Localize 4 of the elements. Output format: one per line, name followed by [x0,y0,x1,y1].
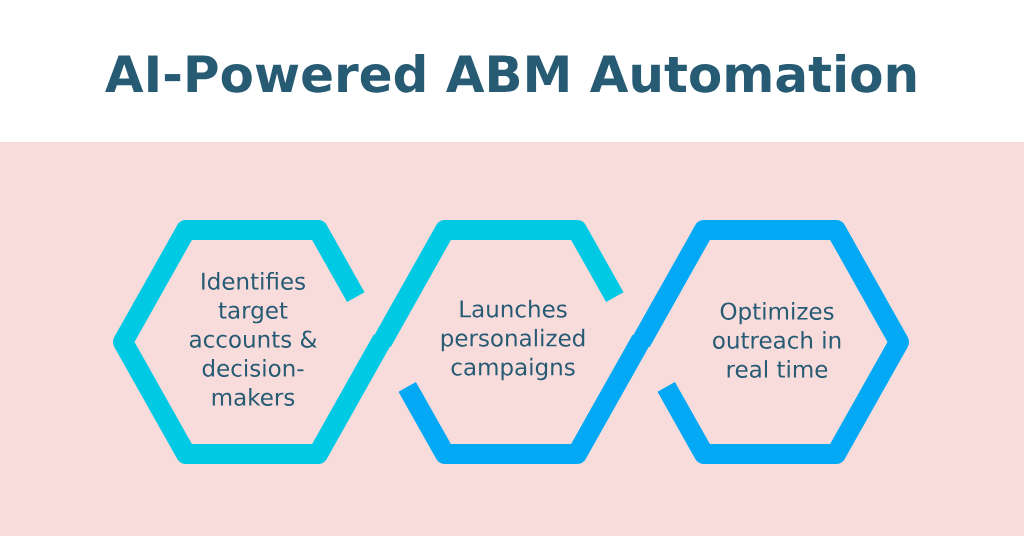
hexagon-step: Launches personalized campaigns [373,220,650,464]
title: AI-Powered ABM Automation [105,54,916,93]
hexagon-step: Identifies target accounts & decision-makers [113,220,391,464]
hexagon-step: Optimizes outreach in real time [632,220,909,464]
